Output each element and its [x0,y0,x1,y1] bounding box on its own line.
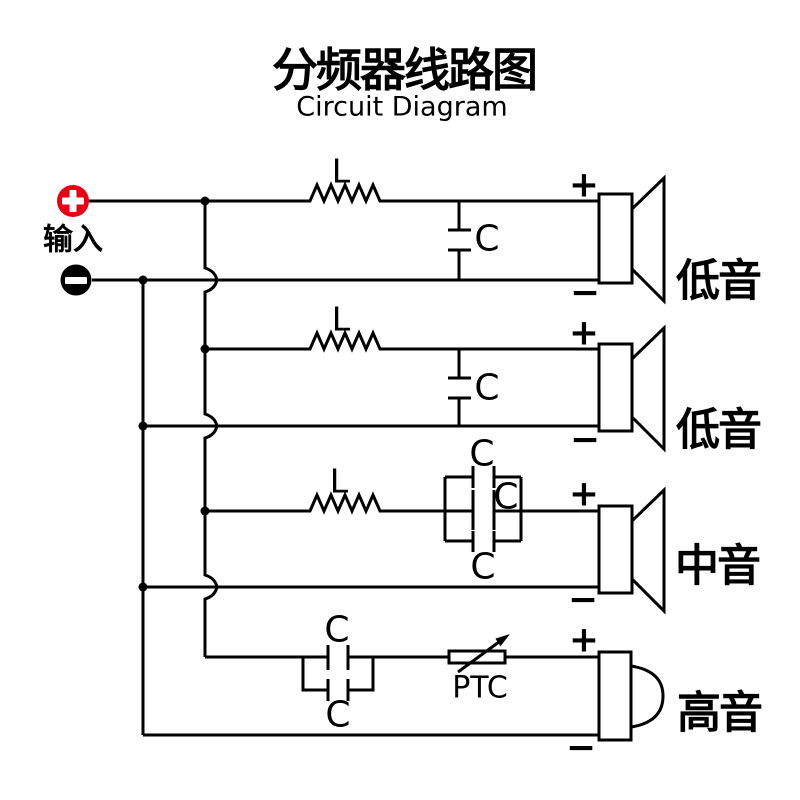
speaker-label: 高音 [677,688,762,739]
inductor-label: L [332,300,351,339]
top-wire [205,491,599,515]
parallel-capacitor-bank-icon [443,466,523,552]
channel-midrange: L C C C + − 中音 [143,434,762,621]
top-wire [205,329,599,353]
capacitor-label: C [469,434,494,475]
capacitor-label: C [474,368,499,409]
minus-label: − [568,580,598,621]
capacitor-icon [448,201,471,280]
parallel-capacitor-bank-icon [301,645,375,701]
capacitor-label: C [324,610,349,651]
plus-terminal-icon [57,185,89,217]
capacitor-icon [448,349,471,426]
minus-label: − [566,728,596,769]
speaker-label: 低音 [676,405,761,456]
capacitor-label: C [470,547,495,588]
inductor-label: L [330,462,349,501]
channel-woofer-2: L C + − 低音 [143,300,763,461]
channel-woofer-1: L C + − 低音 [89,152,763,314]
capacitor-label: C [474,219,499,260]
minus-terminal-icon [60,264,92,296]
minus-label: − [570,273,600,314]
capacitor-label: C [493,477,518,518]
plus-label: + [569,620,599,661]
page-subtitle: Circuit Diagram [296,92,507,123]
top-wire [89,181,599,205]
capacitor-label: C [325,695,350,736]
speaker-label: 低音 [676,256,761,307]
page-title: 分频器线路图 [272,43,536,97]
ptc-label: PTC [452,671,508,706]
input-terminals: 输入 [43,185,103,296]
input-label: 输入 [43,223,103,258]
minus-label: − [570,420,600,461]
channel-tweeter: C C PTC + − 高音 [143,610,764,769]
plus-label: + [569,474,599,515]
woofer-speaker-icon [597,324,666,453]
plus-label: + [569,165,599,206]
woofer-speaker-icon [597,174,666,305]
plus-bus-wire [203,201,219,657]
bus-wires [138,196,219,735]
plus-label: + [569,313,599,354]
ptc-resistor-icon [447,634,510,674]
inductor-label: L [332,152,351,191]
woofer-speaker-icon [597,486,666,615]
speaker-label: 中音 [675,541,760,592]
tweeter-speaker-icon [597,650,665,742]
